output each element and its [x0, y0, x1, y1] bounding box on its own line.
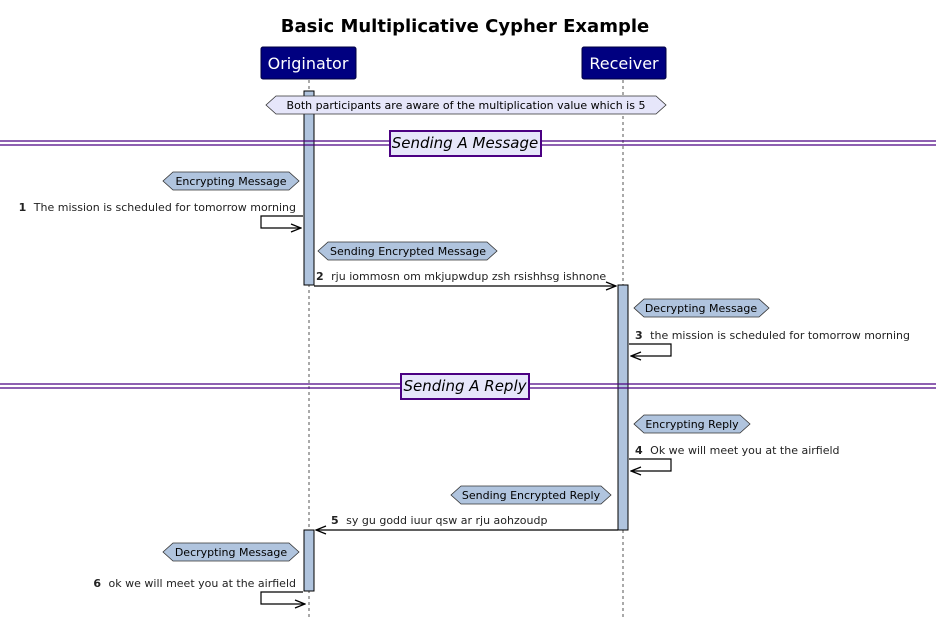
participant-receiver-label: Receiver: [589, 54, 659, 73]
divider-sending-reply-label: Sending A Reply: [404, 377, 528, 395]
message-4: 4 Ok we will meet you at the airfield: [629, 444, 840, 471]
divider-sending-message: Sending A Message: [0, 130, 936, 157]
message-6-number: 6: [93, 577, 101, 590]
message-1-number: 1: [19, 201, 27, 214]
message-3-number: 3: [635, 329, 643, 342]
message-5-text: sy gu godd iuur qsw ar rju aohzoudp: [346, 514, 547, 527]
divider-sending-reply: Sending A Reply: [0, 373, 936, 400]
message-1-text: The mission is scheduled for tomorrow mo…: [33, 201, 296, 214]
message-5: 5 sy gu godd iuur qsw ar rju aohzoudp: [316, 514, 618, 530]
message-5-number: 5: [331, 514, 339, 527]
activation-originator-1: [303, 90, 315, 286]
message-2-text: rju iommosn om mkjupwdup zsh rsishhsg is…: [331, 270, 606, 283]
activation-receiver: [617, 284, 629, 531]
svg-text:2 rju iommosn om mkjupwd: 2 rju iommosn om mkjupwdup zsh rsishhsg …: [316, 270, 606, 283]
note-decrypting-message-receiver-text: Decrypting Message: [645, 302, 758, 315]
note-encrypting-message: Encrypting Message: [162, 171, 300, 191]
participant-originator-label: Originator: [268, 54, 349, 73]
note-encrypting-reply-text: Encrypting Reply: [645, 418, 739, 431]
note-sending-encrypted-reply-text: Sending Encrypted Reply: [462, 489, 601, 502]
message-4-text: Ok we will meet you at the airfield: [650, 444, 839, 457]
message-6: 6 ok we will meet you at the airfield: [93, 577, 305, 604]
message-6-text: ok we will meet you at the airfield: [109, 577, 296, 590]
note-encrypting-reply: Encrypting Reply: [633, 414, 751, 434]
note-encrypting-message-text: Encrypting Message: [175, 175, 286, 188]
message-3-text: the mission is scheduled for tomorrow mo…: [650, 329, 910, 342]
note-decrypting-message-originator: Decrypting Message: [162, 542, 300, 562]
message-1: 1 The mission is scheduled for tomorrow …: [19, 201, 303, 228]
diagram-title: Basic Multiplicative Cypher Example: [281, 16, 649, 37]
note-decrypting-message-originator-text: Decrypting Message: [175, 546, 288, 559]
message-3: 3 the mission is scheduled for tomorrow …: [629, 329, 910, 356]
svg-text:3 the mission is schedul: 3 the mission is scheduled for tomorrow …: [635, 329, 910, 342]
note-sending-encrypted-message: Sending Encrypted Message: [317, 241, 498, 261]
svg-text:5 sy gu godd iuur qsw ar: 5 sy gu godd iuur qsw ar rju aohzoudp: [331, 514, 547, 527]
activation-originator-2: [303, 529, 315, 592]
svg-text:1 The mission is schedul: 1 The mission is scheduled for tomorrow …: [19, 201, 296, 214]
shared-note-text: Both participants are aware of the multi…: [287, 99, 646, 112]
message-2: 2 rju iommosn om mkjupwdup zsh rsishhsg …: [314, 270, 616, 286]
message-4-number: 4: [635, 444, 643, 457]
svg-text:6 ok we will meet you at: 6 ok we will meet you at the airfield: [93, 577, 296, 590]
note-sending-encrypted-reply: Sending Encrypted Reply: [450, 485, 612, 505]
divider-sending-message-label: Sending A Message: [392, 134, 539, 152]
participant-originator: Originator: [260, 46, 357, 80]
message-2-number: 2: [316, 270, 324, 283]
svg-text:4 Ok we will meet you at: 4 Ok we will meet you at the airfield: [635, 444, 840, 457]
participant-receiver: Receiver: [581, 46, 667, 80]
shared-note: Both participants are aware of the multi…: [265, 95, 667, 115]
note-decrypting-message-receiver: Decrypting Message: [633, 298, 770, 318]
note-sending-encrypted-message-text: Sending Encrypted Message: [330, 245, 486, 258]
